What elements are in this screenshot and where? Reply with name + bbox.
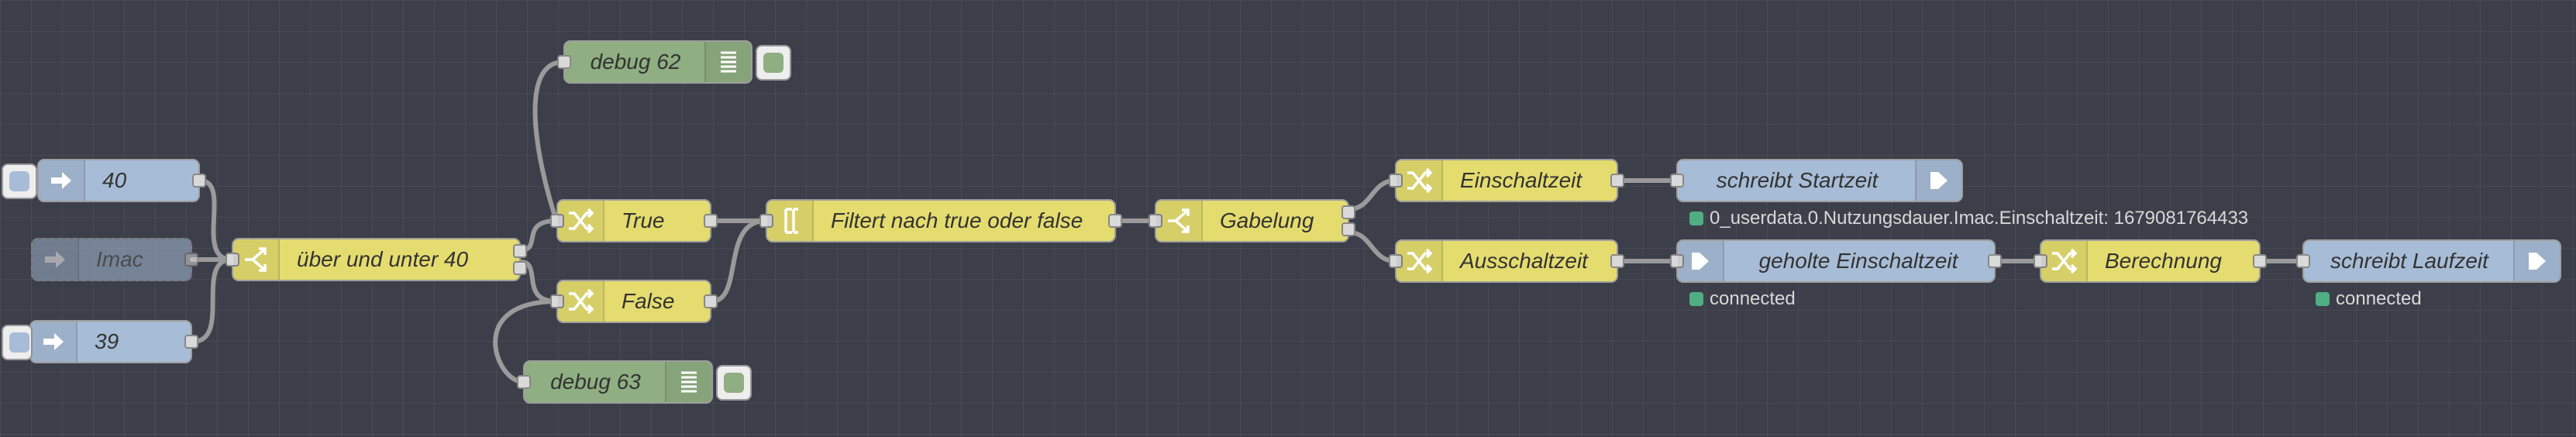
wire xyxy=(190,257,234,344)
input-port[interactable] xyxy=(550,294,564,308)
input-port[interactable] xyxy=(550,214,564,228)
output-port[interactable] xyxy=(184,253,198,267)
function-node-filter[interactable]: Filtert nach true oder false xyxy=(759,199,1122,243)
node-label: 40 xyxy=(102,168,127,192)
node-label: schreibt Startzeit xyxy=(1716,168,1879,192)
shuffle-icon xyxy=(1396,241,1443,281)
node-label: debug 62 xyxy=(590,50,681,74)
output-port-2[interactable] xyxy=(513,261,527,275)
input-port[interactable] xyxy=(2296,254,2310,268)
bracket-icon xyxy=(767,201,814,241)
debug-node-62[interactable]: debug 62 xyxy=(557,40,791,84)
node-label: False xyxy=(622,289,675,313)
debug-toggle-button[interactable] xyxy=(716,365,752,401)
node-label: geholte Einschaltzeit xyxy=(1758,249,1958,273)
wire xyxy=(532,60,566,223)
input-port[interactable] xyxy=(1389,174,1403,188)
input-port[interactable] xyxy=(1149,214,1162,228)
inject-node-40[interactable]: 40 xyxy=(2,159,206,202)
output-port[interactable] xyxy=(704,294,718,308)
input-port[interactable] xyxy=(1670,174,1684,188)
node-label: über und unter 40 xyxy=(297,247,469,271)
shuffle-icon xyxy=(2041,241,2088,281)
node-status: connected xyxy=(2316,288,2422,310)
inject-trigger-button[interactable] xyxy=(2,325,33,360)
output-port[interactable] xyxy=(1108,214,1122,228)
output-port[interactable] xyxy=(1610,254,1624,268)
input-port[interactable] xyxy=(759,214,773,228)
output-port-2[interactable] xyxy=(1341,222,1355,236)
status-indicator xyxy=(1689,292,1703,306)
input-port[interactable] xyxy=(226,253,239,267)
output-port-1[interactable] xyxy=(1341,205,1355,219)
node-status: connected xyxy=(1689,288,1796,310)
node-status: 0_userdata.0.Nutzungsdauer.Imac.Einschal… xyxy=(1689,208,2248,229)
change-node-einschaltzeit[interactable]: Einschaltzeit xyxy=(1389,159,1624,202)
arrow-right-icon xyxy=(33,239,79,280)
node-label: Einschaltzeit xyxy=(1460,168,1582,192)
iobroker-out-node-startzeit[interactable]: schreibt Startzeit xyxy=(1670,159,1963,202)
shuffle-icon xyxy=(1396,160,1443,201)
switch-node-range[interactable]: über und unter 40 xyxy=(226,238,527,281)
inject-trigger-button[interactable] xyxy=(2,163,37,199)
inject-node-imac[interactable]: Imac xyxy=(31,238,198,281)
status-text: connected xyxy=(2336,288,2422,309)
list-icon xyxy=(665,362,711,402)
output-port[interactable] xyxy=(184,335,198,349)
node-label: Filtert nach true oder false xyxy=(831,208,1083,232)
arrow-out-icon xyxy=(1915,160,1961,201)
status-indicator xyxy=(1689,212,1703,225)
status-indicator xyxy=(2316,292,2330,306)
change-node-true[interactable]: True xyxy=(550,199,718,243)
inject-node-39[interactable]: 39 xyxy=(2,320,198,363)
arrow-right-icon xyxy=(31,322,77,362)
input-port[interactable] xyxy=(1670,254,1684,268)
change-node-berechnung[interactable]: Berechnung xyxy=(2034,239,2267,283)
switch-node-gabelung[interactable]: Gabelung xyxy=(1149,199,1355,243)
change-node-false[interactable]: False xyxy=(550,280,718,323)
input-port[interactable] xyxy=(1389,254,1403,268)
output-port-1[interactable] xyxy=(513,244,527,258)
shuffle-icon xyxy=(558,201,604,241)
node-label: debug 63 xyxy=(550,370,641,394)
node-label: Imac xyxy=(96,247,143,271)
status-text: connected xyxy=(1710,288,1796,309)
node-label: True xyxy=(622,208,665,232)
list-icon xyxy=(704,42,751,82)
output-port[interactable] xyxy=(1610,174,1624,188)
output-port[interactable] xyxy=(1988,254,2002,268)
input-port[interactable] xyxy=(2034,254,2047,268)
node-label: schreibt Laufzeit xyxy=(2330,249,2488,273)
node-label: Berechnung xyxy=(2105,249,2223,273)
wire xyxy=(198,178,234,262)
output-port[interactable] xyxy=(192,174,206,188)
node-label: Gabelung xyxy=(1220,208,1314,232)
change-node-ausschaltzeit[interactable]: Ausschaltzeit xyxy=(1389,239,1624,283)
input-port[interactable] xyxy=(557,55,571,69)
node-label: 39 xyxy=(95,329,119,353)
output-port[interactable] xyxy=(2253,254,2267,268)
switch-fork-icon xyxy=(1156,201,1203,241)
wire xyxy=(709,218,768,304)
iobroker-out-node-laufzeit[interactable]: schreibt Laufzeit xyxy=(2296,239,2561,283)
node-label: Ausschaltzeit xyxy=(1460,249,1588,273)
arrow-right-icon xyxy=(39,160,85,201)
input-port[interactable] xyxy=(517,375,531,389)
status-text: 0_userdata.0.Nutzungsdauer.Imac.Einschal… xyxy=(1710,208,2249,229)
shuffle-icon xyxy=(558,281,604,322)
switch-fork-icon xyxy=(233,239,280,280)
debug-toggle-button[interactable] xyxy=(756,45,791,81)
arrow-in-icon xyxy=(1678,241,1724,281)
iobroker-get-node-einschaltzeit[interactable]: geholte Einschaltzeit xyxy=(1670,239,2002,283)
debug-node-63[interactable]: debug 63 xyxy=(517,360,752,404)
arrow-out-icon xyxy=(2513,241,2560,281)
output-port[interactable] xyxy=(704,214,718,228)
